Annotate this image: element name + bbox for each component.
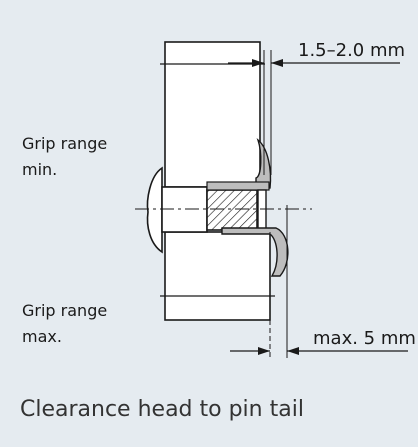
pin-tail [257,189,267,231]
dimension-top-label: 1.5–2.0 mm [298,40,405,61]
top-dimension [228,59,400,67]
sleeve-section [206,189,258,231]
grip-min-label-line1: Grip range [22,134,107,153]
grip-min-label-line2: min. [22,160,57,179]
grip-max-label-line1: Grip range [22,301,107,320]
grip-max-label-line2: max. [22,327,62,346]
collar-max [221,227,289,277]
rivet-head [146,166,163,254]
dimension-bottom-label: max. 5 mm [313,328,416,349]
figure-caption: Clearance head to pin tail [20,397,304,422]
lower-plate [164,231,271,321]
upper-plate [164,41,261,188]
bottom-dimension [230,347,408,355]
